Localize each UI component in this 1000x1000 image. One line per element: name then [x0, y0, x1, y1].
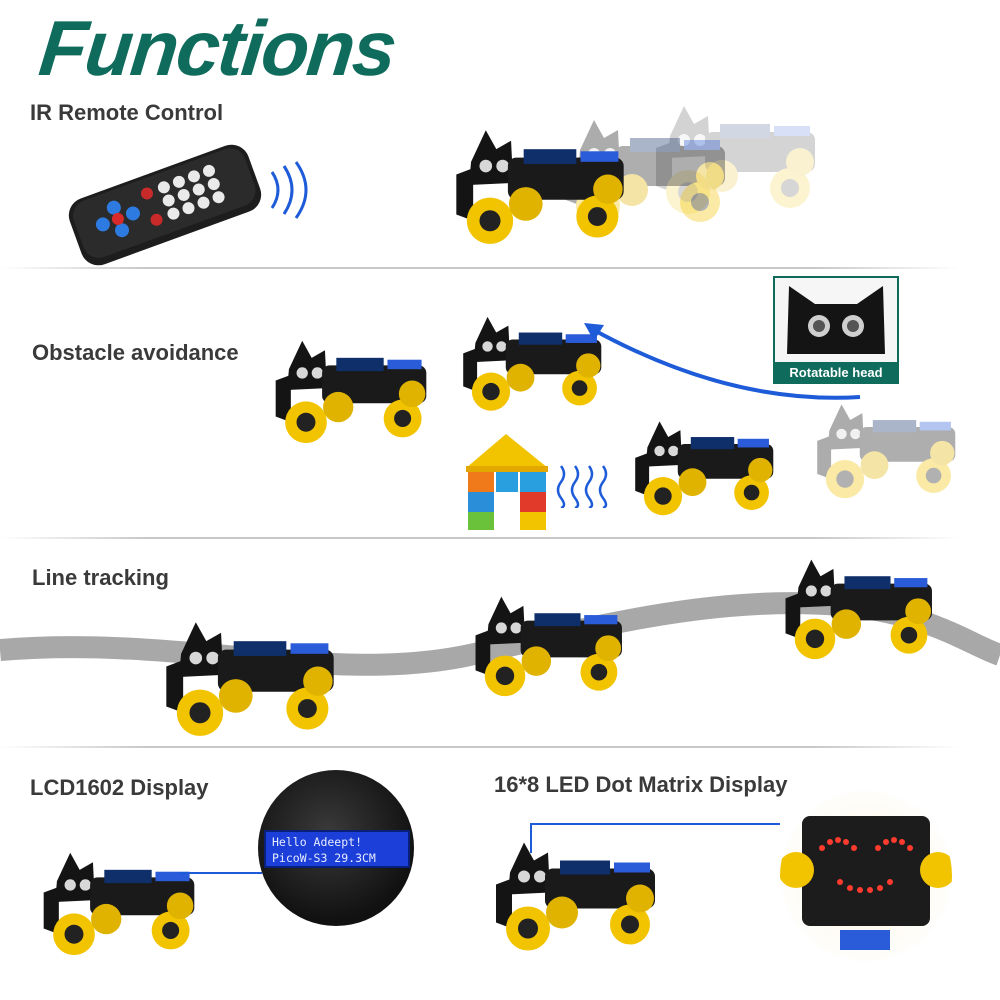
robot-car-icon	[496, 842, 655, 951]
robot-car-icon	[166, 622, 334, 736]
connector-line	[530, 823, 532, 853]
label-obstacle-avoidance: Obstacle avoidance	[32, 340, 239, 365]
robot-car-icon	[635, 421, 774, 516]
robot-car-icon	[275, 340, 427, 444]
lcd-closeup: Hello Adeept! PicoW-S3 29.3CM	[258, 770, 414, 926]
page-title: Functions	[35, 4, 400, 92]
connector-line	[530, 823, 780, 825]
lcd-line-2: PicoW-S3 29.3CM	[272, 851, 376, 865]
remote-control-icon	[68, 144, 262, 266]
label-line-tracking: Line tracking	[32, 565, 169, 590]
section-divider	[0, 746, 960, 748]
lcd-screen: Hello Adeept! PicoW-S3 29.3CM	[264, 830, 410, 868]
building-blocks-icon	[466, 434, 548, 530]
connector-line	[178, 872, 262, 874]
label-lcd1602-display: LCD1602 Display	[30, 775, 209, 800]
signal-waves-icon	[270, 161, 308, 219]
section-divider	[0, 267, 960, 269]
robot-car-icon	[475, 596, 622, 697]
robot-car-icon	[785, 559, 932, 660]
ultrasonic-waves-icon	[556, 465, 608, 508]
robot-car-icon	[817, 404, 956, 499]
robot-head-icon	[787, 286, 885, 354]
lcd-line-1: Hello Adeept!	[272, 835, 363, 849]
rotatable-head-label: Rotatable head	[773, 362, 899, 384]
robot-car-icon	[456, 130, 624, 244]
label-led-dot-matrix: 16*8 LED Dot Matrix Display	[494, 772, 788, 797]
led-matrix-icon	[780, 816, 952, 950]
section-divider	[0, 537, 960, 539]
led-matrix-closeup	[780, 790, 952, 962]
label-ir-remote-control: IR Remote Control	[30, 100, 224, 125]
arrow-curve-icon	[584, 323, 861, 400]
robot-car-icon	[43, 852, 195, 956]
